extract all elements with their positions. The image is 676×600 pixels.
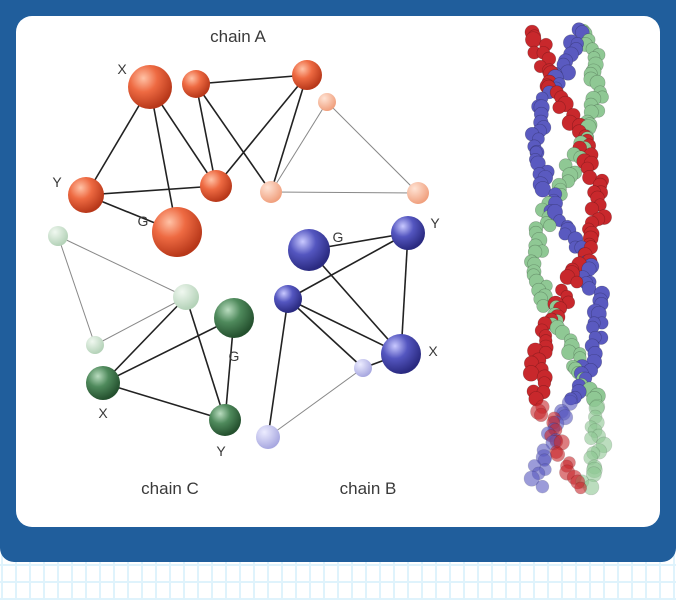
residue-spheres [48, 60, 429, 449]
bond-line [185, 296, 226, 421]
chain-c-label: chain C [141, 479, 199, 498]
residue-sphere-bx [381, 334, 421, 374]
helix-atom [552, 100, 566, 115]
bond-line [270, 101, 328, 193]
bond-line [287, 232, 409, 300]
helix-atom [550, 447, 566, 462]
helix-atom [523, 470, 540, 487]
triple-helix-model [522, 22, 613, 496]
helix-atom [525, 31, 542, 48]
residue-sphere-a7 [407, 182, 429, 204]
chain-a-y-label: Y [52, 174, 62, 190]
bond-line [287, 298, 402, 355]
bond-line [57, 235, 96, 346]
residue-sphere-ax [128, 65, 172, 109]
residue-sphere-ay [68, 177, 104, 213]
chain-c-y-label: Y [216, 443, 226, 459]
helix-atom [535, 479, 550, 494]
residue-sphere-c3 [86, 336, 104, 354]
chain-b-y-label: Y [430, 215, 440, 231]
helix-atom [574, 481, 588, 495]
residue-sphere-by [391, 216, 425, 250]
helix-atom [522, 365, 540, 382]
residue-sphere-b4 [256, 425, 280, 449]
chain-b-label: chain B [340, 479, 397, 498]
bond-line [308, 249, 402, 355]
chain-a-label: chain A [210, 27, 266, 46]
bond-line [267, 367, 364, 438]
bond-line [102, 296, 187, 384]
helix-atom [584, 431, 598, 446]
helix-atom [581, 281, 597, 296]
helix-atom [533, 407, 549, 423]
residue-sphere-bg [288, 229, 330, 271]
bond-line [270, 191, 419, 194]
chain-a-g-label: G [138, 213, 149, 229]
bond-line [215, 74, 308, 187]
helix-atom [570, 275, 584, 289]
bond-line [195, 74, 308, 85]
figure-card: chain A chain C chain B X Y G G Y X G X … [16, 16, 660, 527]
helix-atom [543, 218, 557, 233]
residue-sphere-b3 [354, 359, 372, 377]
chain-b-g-label: G [333, 229, 344, 245]
residue-sphere-cy [209, 404, 241, 436]
bond-line [57, 235, 187, 298]
bond-line [85, 185, 217, 196]
chain-c-x-label: X [98, 405, 108, 421]
helix-atom [584, 201, 600, 216]
bond-line [400, 232, 409, 355]
residue-sphere-cg [214, 298, 254, 338]
residue-sphere-a5 [200, 170, 232, 202]
bond-line [287, 298, 364, 369]
residue-sphere-a6 [260, 181, 282, 203]
residue-sphere-c1 [48, 226, 68, 246]
residue-sphere-a4 [318, 93, 336, 111]
residue-sphere-c2 [173, 284, 199, 310]
residue-sphere-cx [86, 366, 120, 400]
bond-line [102, 382, 226, 421]
helix-atom [534, 181, 551, 198]
bond-line [270, 74, 308, 193]
bond-line [326, 101, 419, 194]
bond-line [267, 298, 289, 438]
residue-sphere-ag [152, 207, 202, 257]
bond-line [102, 317, 235, 384]
bond-line [195, 83, 217, 187]
residue-sphere-b2 [274, 285, 302, 313]
chain-c-g-label: G [229, 348, 240, 364]
chain-a-x-label: X [117, 61, 127, 77]
residue-sphere-a2 [182, 70, 210, 98]
bond-line [195, 83, 272, 193]
chain-b-x-label: X [428, 343, 438, 359]
collagen-diagram: chain A chain C chain B X Y G G Y X G X … [48, 22, 613, 498]
bond-line [94, 296, 187, 346]
residue-sphere-a3 [292, 60, 322, 90]
